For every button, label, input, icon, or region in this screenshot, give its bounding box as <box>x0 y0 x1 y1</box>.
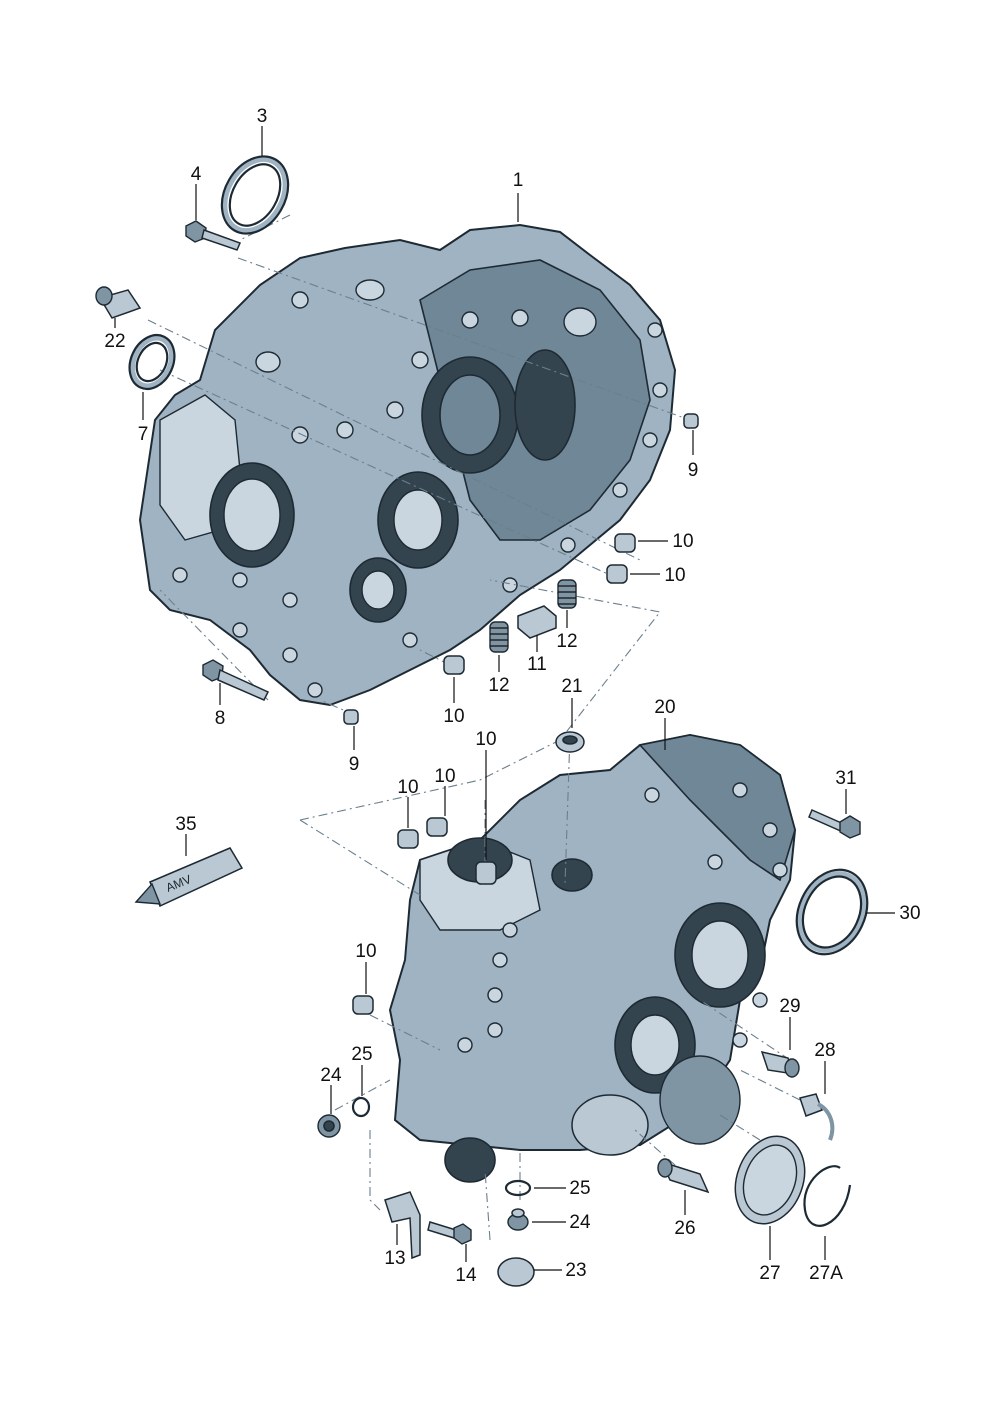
dowel-sleeve-part-10-g <box>352 995 374 1015</box>
dowel-sleeve-part-10-a <box>614 533 636 553</box>
callout-10-e: 10 <box>434 766 455 787</box>
callout-4: 4 <box>191 164 202 185</box>
callout-27A: 27A <box>809 1263 843 1284</box>
callout-8: 8 <box>215 708 226 729</box>
spring-part-12-a <box>557 579 577 609</box>
fitting-part-13 <box>384 1191 421 1260</box>
callout-3: 3 <box>257 106 268 127</box>
bolt-part-14 <box>427 1221 472 1245</box>
callout-26: 26 <box>674 1218 695 1239</box>
callout-10-d: 10 <box>475 729 496 750</box>
block-part-11 <box>517 605 557 639</box>
callout-21: 21 <box>561 676 582 697</box>
o-ring-part-30 <box>795 868 869 956</box>
transmission-housing <box>388 733 797 1183</box>
callout-27: 27 <box>759 1263 780 1284</box>
callout-20: 20 <box>654 697 675 718</box>
bolt-part-31 <box>808 809 861 839</box>
clutch-housing <box>138 223 677 707</box>
callout-12-a: 12 <box>556 631 577 652</box>
seal-ring-part-25-lower <box>504 1179 532 1197</box>
spring-part-12-b <box>489 621 509 653</box>
dowel-sleeve-part-10-b <box>606 564 628 584</box>
callout-7: 7 <box>138 424 149 445</box>
callout-24-left: 24 <box>320 1065 342 1086</box>
callout-28: 28 <box>814 1040 835 1061</box>
sensor-part-28 <box>799 1093 835 1141</box>
shaft-seal-part-3 <box>220 155 290 235</box>
callout-11: 11 <box>527 654 547 675</box>
seal-ring-part-25-left <box>351 1096 371 1118</box>
callout-13: 13 <box>384 1248 405 1269</box>
callout-12-b: 12 <box>488 675 509 696</box>
callout-25-lower: 25 <box>569 1178 590 1199</box>
circlip-part-27A <box>803 1165 852 1227</box>
callout-30: 30 <box>899 903 920 924</box>
callout-10-g: 10 <box>355 941 376 962</box>
leader-lines <box>114 126 895 1271</box>
dowel-part-22 <box>95 286 142 319</box>
dowel-sleeve-part-10-c <box>443 655 465 675</box>
callout-labels: 1 3 4 22 7 9 10 10 12 11 12 8 10 9 21 20… <box>104 106 920 1286</box>
shaft-seal-part-7 <box>128 334 176 390</box>
callout-14: 14 <box>455 1265 477 1286</box>
dowel-sleeve-part-9-lower <box>343 709 359 725</box>
callout-10-a: 10 <box>672 531 693 552</box>
plug-part-24-left <box>317 1114 341 1138</box>
callout-9-lower: 9 <box>349 754 360 775</box>
plug-part-24-lower <box>507 1208 529 1231</box>
switch-part-26 <box>657 1158 710 1194</box>
sealant-tube-part-35: AMV <box>134 847 244 908</box>
dowel-sleeve-part-10-d <box>475 861 497 885</box>
dowel-sleeve-part-10-f <box>397 829 419 849</box>
cap-part-23 <box>497 1257 535 1287</box>
bolt-part-4 <box>185 220 242 251</box>
callout-9-upper: 9 <box>688 460 699 481</box>
dowel-sleeve-part-10-e <box>426 817 448 837</box>
callout-1: 1 <box>513 170 524 191</box>
callout-29: 29 <box>779 996 800 1017</box>
callout-10-b: 10 <box>664 565 685 586</box>
callout-25-left: 25 <box>351 1044 372 1065</box>
callout-31: 31 <box>835 768 856 789</box>
callout-35: 35 <box>175 814 196 835</box>
callout-10-c: 10 <box>443 706 464 727</box>
plug-part-21 <box>555 731 585 753</box>
callout-10-f: 10 <box>397 777 418 798</box>
cover-part-27 <box>734 1135 806 1225</box>
dowel-sleeve-part-9-upper <box>683 413 699 429</box>
callout-24-lower: 24 <box>569 1212 591 1233</box>
callout-22: 22 <box>104 331 125 352</box>
callout-23: 23 <box>565 1260 586 1281</box>
bolt-part-8 <box>202 659 270 701</box>
switch-part-29 <box>760 1050 800 1078</box>
